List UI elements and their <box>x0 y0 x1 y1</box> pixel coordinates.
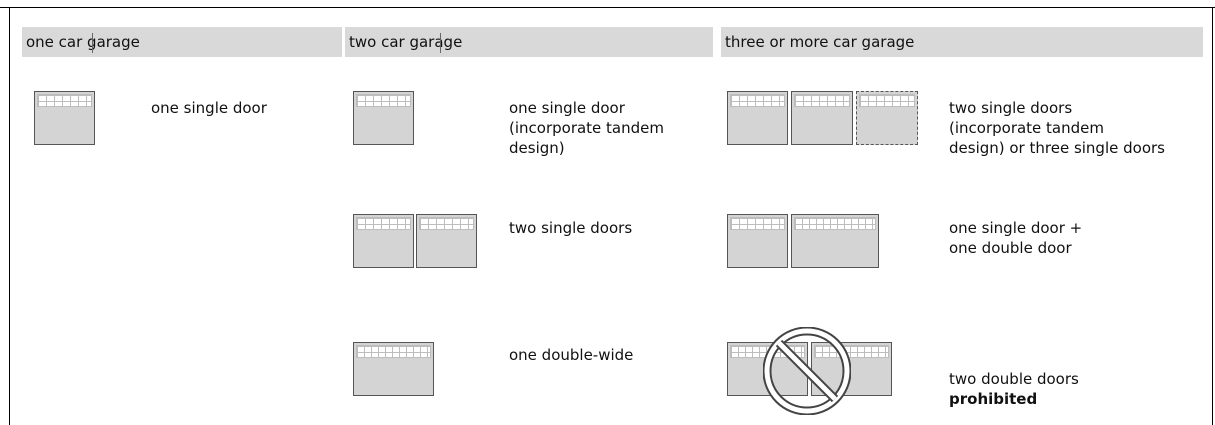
header-one-car-garage: one car garage <box>22 27 342 57</box>
label-single-plus-double-door: one single door + one double door <box>949 219 1083 257</box>
header-two-car-garage: two car garage <box>345 27 713 57</box>
garage-door-icon <box>353 214 414 268</box>
garage-door-icon <box>353 91 414 145</box>
frame-left-border <box>9 7 10 425</box>
garage-door-icon <box>791 91 853 145</box>
frame-right-border <box>1212 7 1213 425</box>
garage-door-icon <box>727 91 788 145</box>
frame-top-border <box>0 7 1215 8</box>
header-three-car-garage: three or more car garage <box>721 27 1203 57</box>
garage-door-icon <box>353 342 434 396</box>
label-two-double-doors: two double doors <box>949 370 1079 388</box>
optional-garage-door-icon <box>856 91 918 145</box>
garage-double-door-icon <box>791 214 879 268</box>
text-cursor-mark <box>92 33 93 53</box>
garage-door-icon <box>34 91 95 145</box>
label-one-double-wide: one double-wide <box>509 346 634 364</box>
label-two-single-doors: two single doors <box>509 219 633 237</box>
garage-double-door-icon <box>811 342 892 396</box>
label-two-or-three-single-doors: two single doors (incorporate tandem des… <box>949 99 1165 157</box>
prohibited-icon <box>763 327 851 415</box>
text-cursor-mark <box>440 33 441 53</box>
label-one-single-door: one single door <box>151 99 267 117</box>
label-two-double-doors-prohibited: two double doors prohibited <box>949 369 1079 409</box>
garage-door-icon <box>727 214 788 268</box>
garage-door-icon <box>416 214 477 268</box>
label-one-single-door-tandem: one single door (incorporate tandem desi… <box>509 99 664 157</box>
label-prohibited: prohibited <box>949 390 1038 408</box>
